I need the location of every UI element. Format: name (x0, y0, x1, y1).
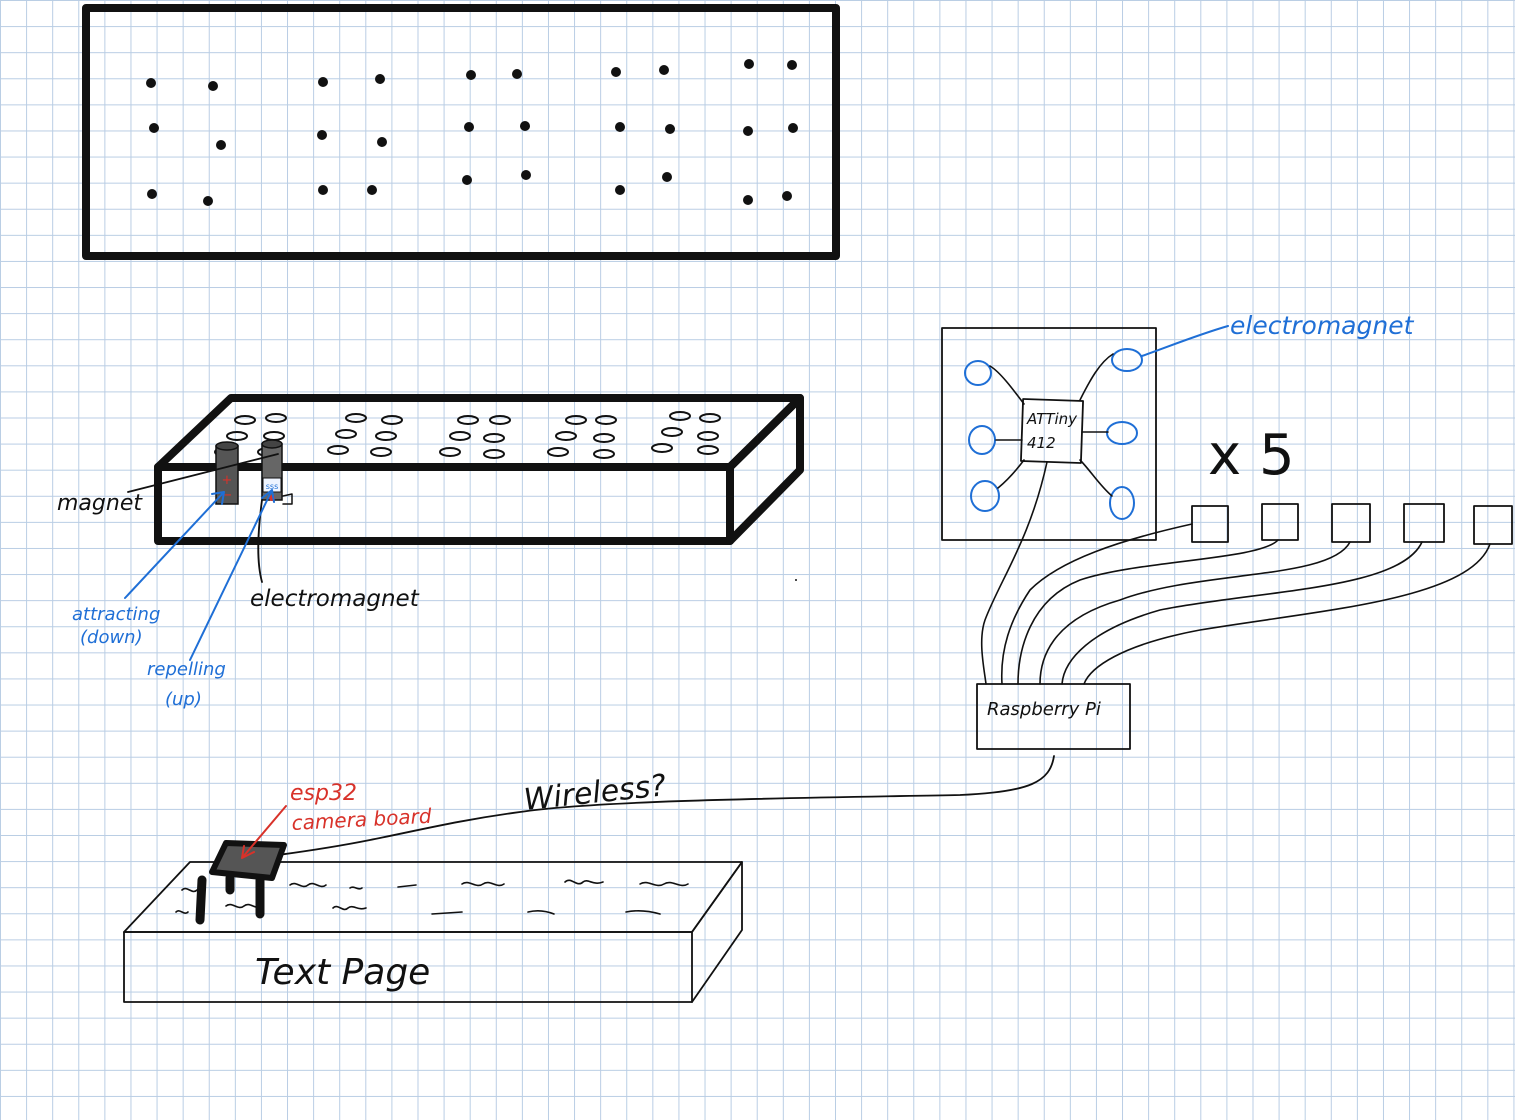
magnet-pointer (127, 453, 279, 493)
page-side-face (691, 861, 743, 1003)
braille-display-top-view (82, 4, 840, 260)
board-outline (941, 327, 1157, 541)
braille-cell-4 (611, 65, 675, 195)
box-front-face (154, 463, 734, 545)
board-traces (989, 353, 1114, 497)
esp32-pointer (241, 805, 287, 859)
braille-display-frame (82, 4, 840, 260)
electromagnet-cylinder: sss (261, 439, 293, 505)
attiny-chip (1020, 398, 1084, 464)
stray-dot (795, 579, 797, 581)
repelling-sub-label: (up) (165, 689, 202, 710)
box-side-face (726, 394, 804, 545)
braille-cell-5 (743, 59, 798, 205)
wireless-label: Wireless? (522, 768, 668, 818)
attracting-sub-label: (down) (80, 627, 143, 648)
camera-board (195, 840, 287, 925)
pi-wires (980, 461, 1491, 685)
magnet-label: magnet (57, 491, 143, 516)
text-page-3d (123, 840, 743, 1003)
braille-cell-2 (317, 74, 387, 195)
braille-cell-1 (146, 78, 226, 206)
electromagnet-box-label: electromagnet (250, 586, 420, 612)
attiny-label-line1: ATTiny (1026, 410, 1078, 428)
minus-sign: − (222, 488, 233, 503)
box-annotations: magnet electromagnet attracting (down) r… (57, 453, 420, 710)
braille-box-3d: + − sss (154, 394, 804, 545)
board-electromagnet-pointer (1141, 325, 1229, 357)
raspberry-pi-box (976, 683, 1131, 750)
electromagnet-pointer (257, 499, 263, 583)
electromagnet-board: ATTiny 412 electromagnet (941, 311, 1415, 541)
page-text-squiggles (175, 879, 689, 915)
board-squares (1191, 503, 1513, 545)
board-coils (964, 348, 1143, 520)
esp32-label-line1: esp32 (290, 781, 357, 806)
esp32-label-line2: camera board (291, 804, 432, 835)
repelling-arrow (189, 489, 275, 661)
text-page-label: Text Page (255, 952, 430, 993)
raspberry-pi-label: Raspberry Pi (987, 699, 1101, 720)
magnet-cylinder: + − (215, 441, 239, 505)
wireless-link (277, 755, 1055, 856)
attiny-label-line2: 412 (1027, 434, 1056, 452)
board-electromagnet-label: electromagnet (1230, 311, 1415, 340)
plus-sign: + (222, 473, 233, 488)
electromagnet-mini-label: sss (266, 482, 279, 491)
repelling-label: repelling (147, 659, 226, 680)
braille-cell-3 (462, 69, 531, 185)
attracting-arrow (124, 491, 225, 599)
box-top-holes (214, 411, 721, 459)
multiplier-label: x 5 (1208, 423, 1295, 488)
attracting-label: attracting (72, 604, 160, 625)
